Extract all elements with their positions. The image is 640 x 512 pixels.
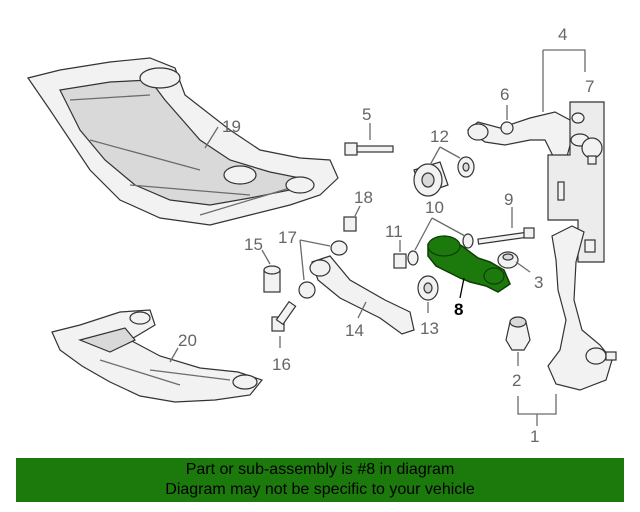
callout-12: 12 [430,127,449,146]
parts-diagram: 19 5 12 4 6 7 18 [27,25,617,446]
callout-17: 17 [278,228,297,247]
part-2-ball-joint [505,316,531,351]
callout-1: 1 [530,427,539,446]
part-18-nut [343,216,357,232]
callout-6: 6 [500,85,509,104]
callout-3: 3 [534,273,543,292]
part-17-nuts [298,240,348,299]
callout-8: 8 [454,300,463,319]
callout-13: 13 [420,319,439,338]
part-20-crossmember [51,309,264,403]
part-19-subframe [27,57,339,226]
part-1-knuckle [547,225,617,391]
part-7-ball-joint-kit [547,101,605,263]
callout-16: 16 [272,355,291,374]
callout-5: 5 [362,105,371,124]
info-banner: Part or sub-assembly is #8 in diagram Di… [16,458,624,502]
callout-7: 7 [585,77,594,96]
part-12-bushing [413,156,475,197]
callout-18: 18 [354,188,373,207]
part-11-nut [393,253,407,269]
callout-11: 11 [385,222,403,241]
part-8-lower-control-arm [427,235,511,293]
callout-2: 2 [512,371,521,390]
banner-line-1: Part or sub-assembly is #8 in diagram [185,461,455,478]
part-10-washers [407,233,474,266]
part-4-upper-arm [467,111,573,161]
part-16-bolt [271,300,297,332]
part-3-bump-stop [497,251,519,269]
callout-10: 10 [425,198,444,217]
part-9-bolt [477,227,535,245]
part-5-bolt [344,142,394,156]
callout-14: 14 [345,321,364,340]
callout-19: 19 [222,117,241,136]
part-14-strut [309,255,415,335]
callout-15: 15 [244,235,263,254]
part-13-bushing [417,275,439,301]
banner-line-2: Diagram may not be specific to your vehi… [165,481,475,498]
part-15-bushing [263,265,281,293]
callout-4: 4 [558,25,567,44]
callout-20: 20 [178,331,197,350]
callout-9: 9 [504,190,513,209]
